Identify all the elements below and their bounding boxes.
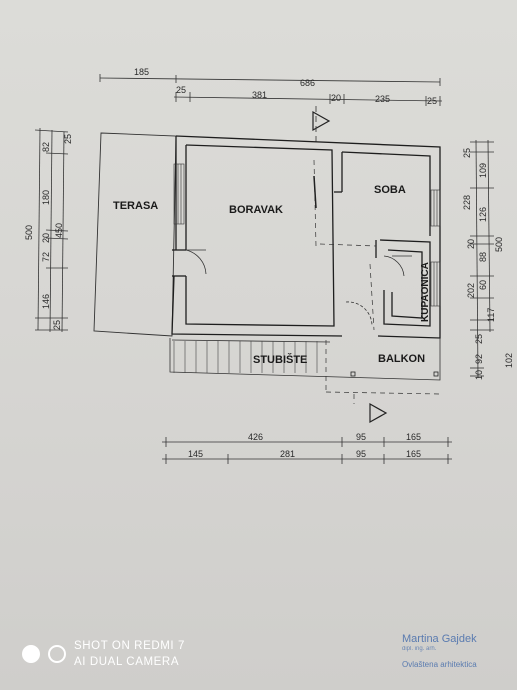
stamp-role: Ovlaštena arhitektica (402, 660, 477, 669)
boravak-partition (313, 175, 317, 209)
dim-bottom-145: 145 (188, 449, 203, 459)
room-label-soba: SOBA (374, 184, 406, 196)
stair-treads (173, 341, 318, 373)
dim-top-381: 381 (252, 90, 267, 100)
entrance-arrow-top (312, 110, 331, 132)
dim-right-126: 126 (478, 207, 488, 222)
entrance-arrow-bottom (369, 402, 388, 424)
watermark-line-1: SHOT ON REDMI 7 (74, 640, 186, 652)
windows (173, 163, 441, 307)
dim-top-235: 235 (375, 94, 390, 104)
dim-left-450: 450 (54, 223, 64, 238)
dim-bottom-165a: 165 (406, 432, 421, 442)
dim-left-180: 180 (41, 190, 51, 205)
dim-right-117: 117 (486, 308, 496, 322)
balcony-posts (350, 371, 439, 377)
left-dimension-lines (34, 127, 69, 333)
dim-right-500: 500 (494, 237, 504, 252)
dim-bottom-165b: 165 (406, 449, 421, 459)
room-label-balkon: BALKON (378, 353, 425, 365)
dim-top-25b: 25 (427, 96, 437, 106)
dim-right-10: 10 (474, 370, 484, 380)
dim-bottom-426: 426 (248, 432, 263, 442)
room-label-kupaonica: KUPAONICA (420, 262, 431, 322)
dim-right-25a: 25 (462, 148, 472, 158)
dim-right-109: 109 (478, 163, 488, 178)
top-dimension-lines (99, 74, 443, 106)
dim-top-686: 686 (300, 78, 315, 88)
dim-right-102: 102 (504, 353, 514, 368)
right-dimension-lines (470, 139, 494, 379)
dim-right-20: 20 (466, 239, 476, 249)
dim-left-82: 82 (41, 142, 51, 152)
dim-left-72: 72 (41, 252, 51, 262)
dim-left-500: 500 (24, 225, 34, 240)
dim-left-25a: 25 (63, 134, 73, 144)
house-walls (171, 135, 441, 339)
camera-watermark: SHOT ON REDMI 7 AI DUAL CAMERA (22, 638, 185, 670)
dim-bottom-95a: 95 (356, 432, 366, 442)
stamp-title: dipl. ing. arh. (402, 646, 437, 652)
dim-left-20: 20 (41, 233, 51, 243)
dim-right-88: 88 (478, 252, 488, 262)
dim-top-20: 20 (331, 93, 341, 103)
watermark-dot-outline-icon (48, 645, 66, 663)
stamp-name: Martina Gajdek (402, 633, 477, 645)
dim-right-228: 228 (462, 195, 472, 210)
watermark-text: SHOT ON REDMI 7 AI DUAL CAMERA (74, 638, 185, 670)
dim-top-25a: 25 (176, 85, 186, 95)
dashed-lines (313, 159, 441, 404)
room-label-stubiste: STUBIŠTE (253, 353, 307, 366)
dim-right-25b: 25 (474, 334, 484, 344)
dim-right-202: 202 (466, 283, 476, 298)
dim-bottom-281: 281 (280, 449, 295, 459)
room-label-terasa: TERASA (113, 200, 158, 212)
architect-stamp: Martina Gajdek dipl. ing. arh. Ovlaštena… (402, 633, 477, 669)
bottom-dimension-lines (162, 437, 452, 464)
room-label-boravak: BORAVAK (229, 204, 283, 216)
watermark-dot-filled-icon (22, 645, 40, 663)
dim-top-185: 185 (134, 67, 149, 77)
doors (185, 249, 412, 327)
terrace-outline (93, 132, 177, 337)
dim-right-92: 92 (474, 354, 484, 364)
dim-left-146: 146 (41, 294, 51, 309)
dim-right-60: 60 (478, 280, 488, 290)
dim-left-25b: 25 (52, 320, 62, 330)
dim-bottom-95b: 95 (356, 449, 366, 459)
watermark-line-2: AI DUAL CAMERA (74, 656, 180, 668)
